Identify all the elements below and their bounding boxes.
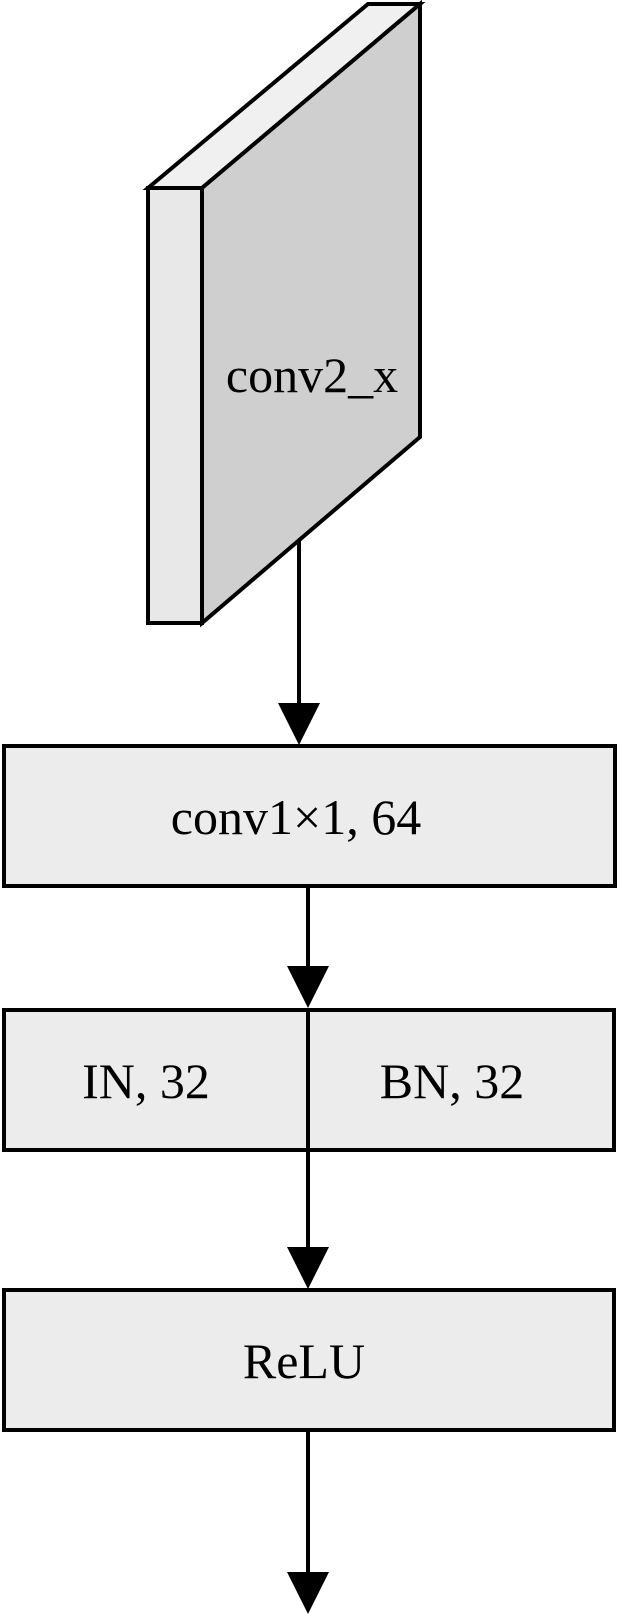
in-label: IN, 32	[82, 1053, 210, 1109]
feature-map-label: conv2_x	[226, 347, 398, 403]
feature-map-conv2-x	[142, 0, 426, 628]
bn-block	[306, 1008, 616, 1152]
norm-block: IN, 32 BN, 32	[2, 1008, 616, 1152]
arrow-norm-to-relu	[287, 1150, 329, 1289]
arrow-slab-to-conv	[278, 540, 320, 745]
bn-label: BN, 32	[380, 1053, 524, 1109]
feature-map-front-face	[146, 186, 204, 625]
in-block	[2, 1008, 310, 1152]
conv1x1-label: conv1×1, 64	[171, 789, 421, 845]
relu-label: ReLU	[243, 1333, 365, 1389]
relu-block: ReLU	[2, 1288, 616, 1432]
arrow-conv-to-norm	[287, 886, 329, 1008]
conv1x1-block: conv1×1, 64	[2, 744, 617, 888]
feature-map-main-face	[200, 0, 422, 628]
arrow-output	[287, 1430, 329, 1614]
